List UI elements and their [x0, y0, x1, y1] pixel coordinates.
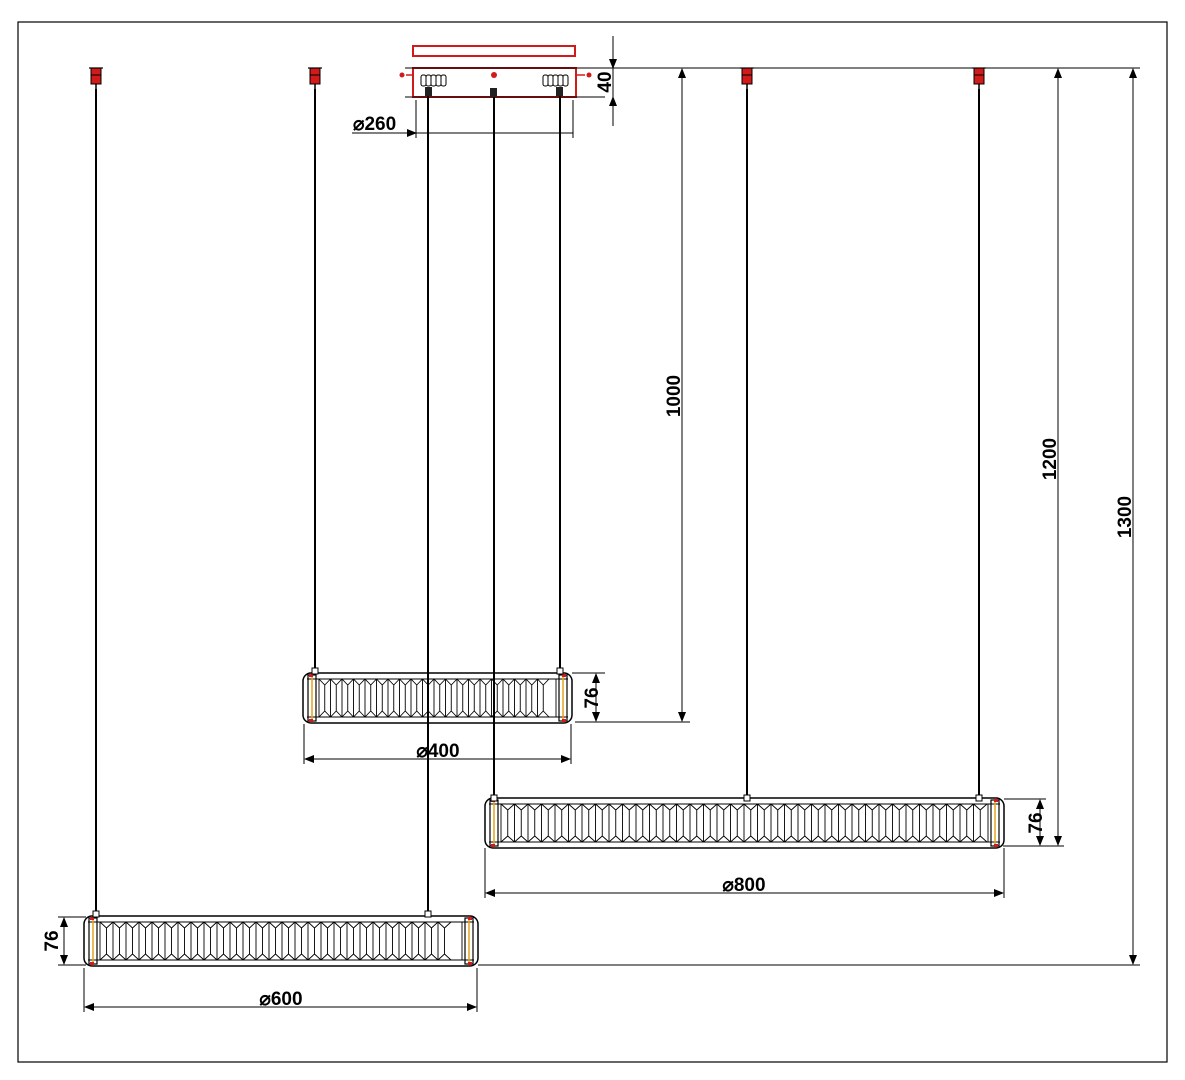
- ceiling-hook-icon: [971, 67, 987, 90]
- suspension-cables: [95, 89, 980, 913]
- ceiling-hook-icon: [88, 67, 104, 90]
- ring-bottom-height-label: 76: [42, 930, 63, 951]
- ceiling-hook-icon: [739, 67, 755, 90]
- ceiling-hook-icon: [307, 67, 323, 90]
- canopy-diameter-label: ⌀260: [353, 114, 396, 135]
- ring-large-diameter-label: ⌀800: [722, 875, 765, 896]
- ring-large-height-label: 76: [1026, 812, 1047, 833]
- crystal-ring-icon: [83, 915, 479, 967]
- ring-bottom-diameter-label: ⌀600: [259, 989, 302, 1010]
- canopy-icon: [399, 45, 605, 98]
- canopy-height-label: 40: [595, 71, 616, 92]
- crystal-ring-icon: [302, 672, 573, 724]
- ring-small-diameter-label: ⌀400: [416, 741, 459, 762]
- ring-small-height-label: 76: [582, 687, 603, 708]
- drop-1000-label: 1000: [664, 375, 685, 417]
- drop-1200-label: 1200: [1040, 438, 1061, 480]
- crystal-ring-icon: [484, 797, 1005, 849]
- drop-1300-label: 1300: [1115, 496, 1136, 538]
- drawing-frame: [17, 21, 1168, 1063]
